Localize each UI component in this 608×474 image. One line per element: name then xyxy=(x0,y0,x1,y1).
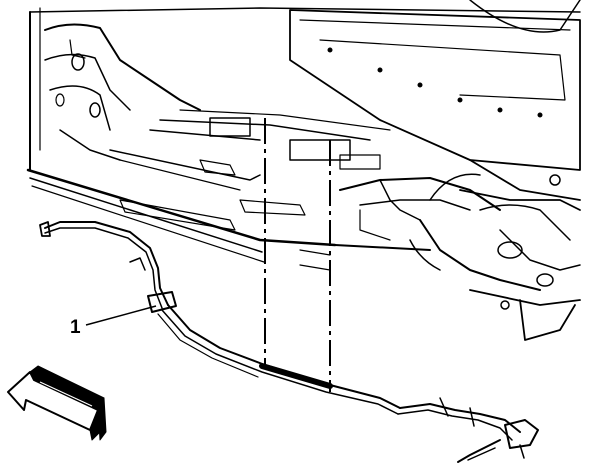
fuel-line-clip xyxy=(147,291,177,313)
front-arrow-icon xyxy=(7,365,107,441)
callout-1: 1 xyxy=(70,305,157,338)
vehicle-underbody xyxy=(26,0,581,341)
fuel-line-assembly xyxy=(39,221,539,463)
callout-label: 1 xyxy=(70,317,81,338)
reference-lines xyxy=(264,118,331,392)
